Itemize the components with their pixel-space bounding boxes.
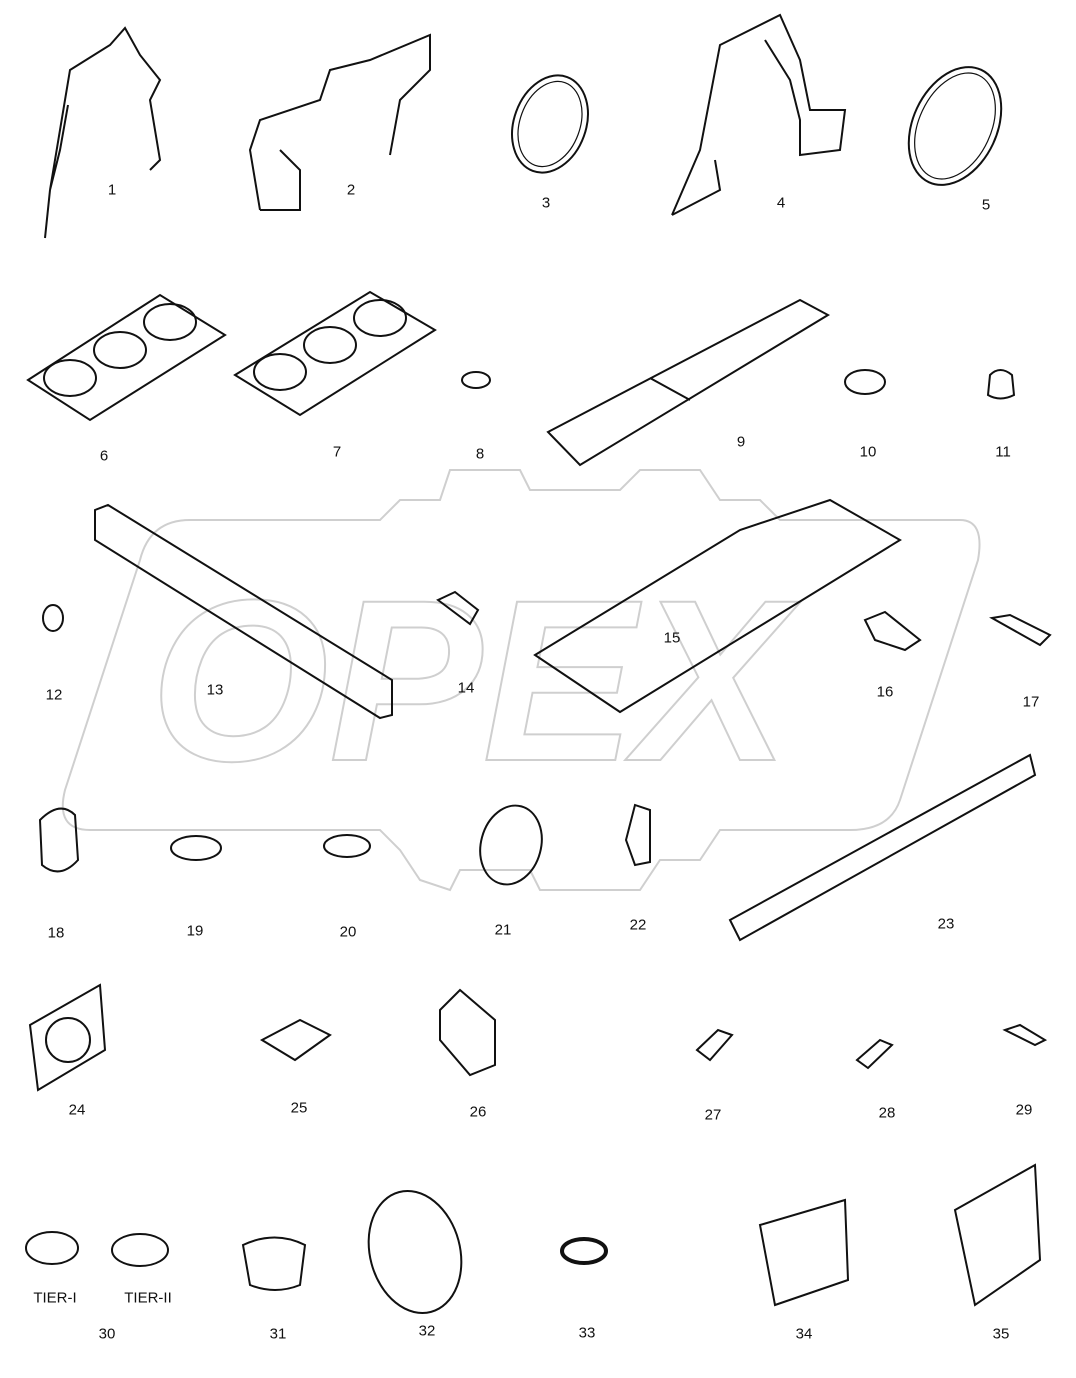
- part-25-gasket[interactable]: [259, 1018, 332, 1062]
- part-2-front-cover-gasket[interactable]: [248, 33, 431, 211]
- part-5-seal-ring[interactable]: [891, 52, 1020, 200]
- part-6-cylinder-head-gasket[interactable]: [26, 293, 227, 422]
- part-label-15: 15: [663, 629, 681, 647]
- part-label-1: 1: [107, 181, 117, 199]
- part-8-washer[interactable]: [461, 371, 491, 389]
- part-label-10: 10: [859, 443, 877, 461]
- part-label-2: 2: [346, 181, 356, 199]
- part-label-14: 14: [457, 679, 475, 697]
- part-label-13: 13: [206, 681, 224, 699]
- part-19-o-ring[interactable]: [170, 835, 222, 861]
- part-14-gasket[interactable]: [436, 590, 480, 626]
- part-9-valve-cover-gasket[interactable]: [546, 298, 831, 467]
- part-24-hole: [45, 1017, 91, 1063]
- part-28-gasket[interactable]: [855, 1038, 894, 1070]
- part-3-inner: [517, 80, 583, 168]
- part-label-33: 33: [578, 1324, 596, 1342]
- part-7-cylinder-head-gasket[interactable]: [233, 290, 437, 417]
- part-label-3: 3: [541, 194, 551, 212]
- part-15-oil-pan-gasket[interactable]: [533, 498, 902, 714]
- part-label-29: 29: [1015, 1101, 1033, 1119]
- part-label-32: 32: [418, 1322, 436, 1340]
- part-27-gasket[interactable]: [695, 1028, 734, 1062]
- part-label-20: 20: [339, 923, 357, 941]
- part-label-5: 5: [981, 196, 991, 214]
- part-5-inner: [914, 72, 996, 180]
- part-4-rear-cover-gasket[interactable]: [671, 13, 847, 216]
- opex-watermark-logo: OPEX: [61, 469, 981, 892]
- part-29-gasket[interactable]: [1002, 1023, 1048, 1047]
- part-17-gasket[interactable]: [989, 613, 1052, 647]
- part-24-gasket[interactable]: [28, 983, 107, 1092]
- part-label-23: 23: [937, 915, 955, 933]
- part-30-gasket-tier-1[interactable]: [25, 1231, 79, 1265]
- variant-label-tier-2: TIER-II: [124, 1289, 172, 1307]
- variant-label-tier-1: TIER-I: [33, 1289, 77, 1307]
- part-34-gasket[interactable]: [758, 1198, 850, 1307]
- part-11-valve-stem-seal[interactable]: [986, 369, 1016, 400]
- part-label-8: 8: [475, 445, 485, 463]
- part-label-17: 17: [1022, 693, 1040, 711]
- part-label-35: 35: [992, 1325, 1010, 1343]
- part-label-19: 19: [186, 922, 204, 940]
- part-label-30: 30: [98, 1325, 116, 1343]
- part-label-6: 6: [99, 447, 109, 465]
- part-23-exhaust-manifold-gasket[interactable]: [728, 753, 1037, 942]
- part-label-27: 27: [704, 1106, 722, 1124]
- part-label-34: 34: [795, 1325, 813, 1343]
- part-26-gasket[interactable]: [439, 988, 496, 1077]
- part-33-seal[interactable]: [560, 1237, 608, 1265]
- part-label-12: 12: [45, 686, 63, 704]
- part-label-7: 7: [332, 443, 342, 461]
- part-label-18: 18: [47, 924, 65, 942]
- part-label-9: 9: [736, 433, 746, 451]
- part-label-26: 26: [469, 1103, 487, 1121]
- part-30-gasket-tier-2[interactable]: [111, 1233, 169, 1267]
- part-label-11: 11: [995, 443, 1011, 461]
- part-label-28: 28: [878, 1104, 896, 1122]
- part-16-gasket[interactable]: [863, 610, 922, 652]
- part-label-4: 4: [776, 194, 786, 212]
- part-label-25: 25: [290, 1099, 308, 1117]
- part-20-o-ring[interactable]: [323, 834, 371, 858]
- part-label-16: 16: [876, 683, 894, 701]
- part-label-22: 22: [629, 916, 647, 934]
- part-10-o-ring[interactable]: [844, 369, 886, 395]
- part-13-oil-pan-side-gasket[interactable]: [94, 503, 393, 720]
- part-3-seal-ring[interactable]: [499, 65, 601, 184]
- part-12-o-ring[interactable]: [42, 604, 64, 632]
- part-label-24: 24: [68, 1101, 86, 1119]
- svg-text:OPEX: OPEX: [150, 552, 801, 809]
- part-label-21: 21: [494, 921, 512, 939]
- part-21-o-ring[interactable]: [472, 799, 551, 892]
- part-32-gasket[interactable]: [355, 1180, 474, 1323]
- part-31-sleeve[interactable]: [241, 1236, 307, 1291]
- part-22-gasket[interactable]: [624, 803, 651, 867]
- part-35-gasket[interactable]: [953, 1163, 1042, 1307]
- part-18-gasket[interactable]: [38, 807, 80, 873]
- part-label-31: 31: [269, 1325, 287, 1343]
- part-1-timing-cover-gasket[interactable]: [44, 26, 162, 239]
